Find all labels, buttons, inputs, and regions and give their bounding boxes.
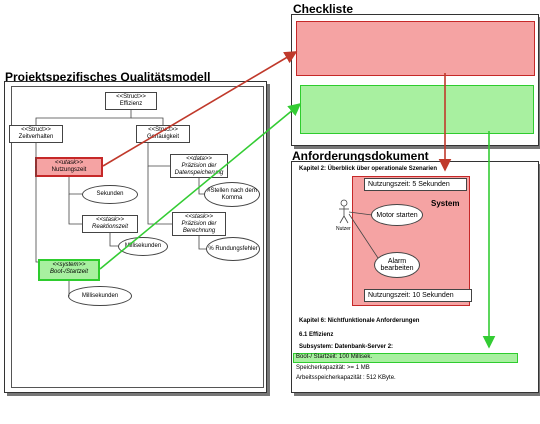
node-praezision-berechnung-name: Präzision der Berechnung <box>181 221 217 234</box>
ellipse-millisekunden-1[interactable]: Millisekunden <box>118 237 168 256</box>
nutzungszeit-10-box[interactable]: Nutzungszeit: 10 Sekunden <box>364 289 472 302</box>
checkliste-panel <box>291 14 539 146</box>
node-praezision-berechnung-stereotype: <<stask>> <box>184 214 214 220</box>
ellipse-millisekunden-2[interactable]: Millisekunden <box>68 286 132 306</box>
arbeitsspeicher-requirement: Arbeitsspeicherkapazität : 512 KByte. <box>296 375 396 381</box>
node-genauigkeit[interactable]: <<Struct>> Genauigkeit <box>136 125 190 143</box>
node-praezision-berechnung[interactable]: <<stask>> Präzision der Berechnung <box>172 212 226 236</box>
node-genauigkeit-name: Genauigkeit <box>146 134 180 140</box>
node-praezision-daten-stereotype: <<data>> <box>186 156 212 162</box>
usecase-motor-starten[interactable]: Motor starten <box>371 204 423 226</box>
node-effizienz-stereotype: <<Struct>> <box>116 94 146 100</box>
anforderung-title: Anforderungsdokument <box>292 149 429 163</box>
nutzungszeit-5-box[interactable]: Nutzungszeit: 5 Sekunden <box>364 178 467 191</box>
node-zeitverhalten[interactable]: <<Struct>> Zeitverhalten <box>9 125 63 143</box>
node-boot-startzeit[interactable]: <<system>> Boot-/Startzeit <box>38 259 100 281</box>
node-praezision-daten-name: Präzision der Datenspeicherung <box>174 163 224 176</box>
node-reaktionszeit[interactable]: <<stask>> Reaktionszeit <box>82 215 138 233</box>
boot-requirement: Boot-/ Startzeit: 100 Millisek. <box>296 354 373 360</box>
node-nutzungszeit-stereotype: <<utask>> <box>54 160 84 166</box>
node-genauigkeit-stereotype: <<Struct>> <box>148 127 178 133</box>
kapitel6-heading: Kapitel 6: Nichtfunktionale Anforderunge… <box>299 318 420 324</box>
node-effizienz-name: Effizienz <box>119 101 143 107</box>
checklist-green-item[interactable] <box>300 85 534 134</box>
node-reaktionszeit-stereotype: <<stask>> <box>95 217 125 223</box>
section-6-1: 6.1 Effizienz <box>299 332 334 338</box>
ellipse-stellen[interactable]: #Stellen nach dem Komma <box>204 182 260 207</box>
ellipse-rundungsfehler[interactable]: % Rundungsfehler <box>206 237 260 261</box>
node-effizienz[interactable]: <<Struct>> Effizienz <box>105 92 157 110</box>
actor-label: Nutzer <box>336 226 351 232</box>
node-boot-name: Boot-/Startzeit <box>49 269 88 275</box>
node-nutzungszeit[interactable]: <<utask>> Nutzungszeit <box>35 157 103 177</box>
node-zeitverhalten-name: Zeitverhalten <box>18 134 54 140</box>
ellipse-sekunden[interactable]: Sekunden <box>82 185 138 204</box>
checkliste-title: Checkliste <box>293 2 354 16</box>
subsystem-line: Subsystem: Datenbank-Server 2: <box>299 344 394 350</box>
system-label: System <box>431 199 460 208</box>
speicher-requirement: Speicherkapazität: >= 1 MB <box>296 365 370 371</box>
node-boot-stereotype: <<system>> <box>52 262 86 268</box>
node-praezision-daten[interactable]: <<data>> Präzision der Datenspeicherung <box>170 154 228 178</box>
checklist-red-item[interactable] <box>296 21 535 76</box>
node-zeitverhalten-stereotype: <<Struct>> <box>21 127 51 133</box>
kapitel2-heading: Kapitel 2: Überblick über operationale S… <box>299 166 438 172</box>
node-nutzungszeit-name: Nutzungszeit <box>51 167 87 173</box>
node-reaktionszeit-name: Reaktionszeit <box>91 224 129 230</box>
usecase-alarm-bearbeiten[interactable]: Alarm bearbeiten <box>374 252 420 278</box>
boot-requirement-highlight[interactable] <box>293 353 518 363</box>
system-boundary[interactable] <box>352 176 470 306</box>
